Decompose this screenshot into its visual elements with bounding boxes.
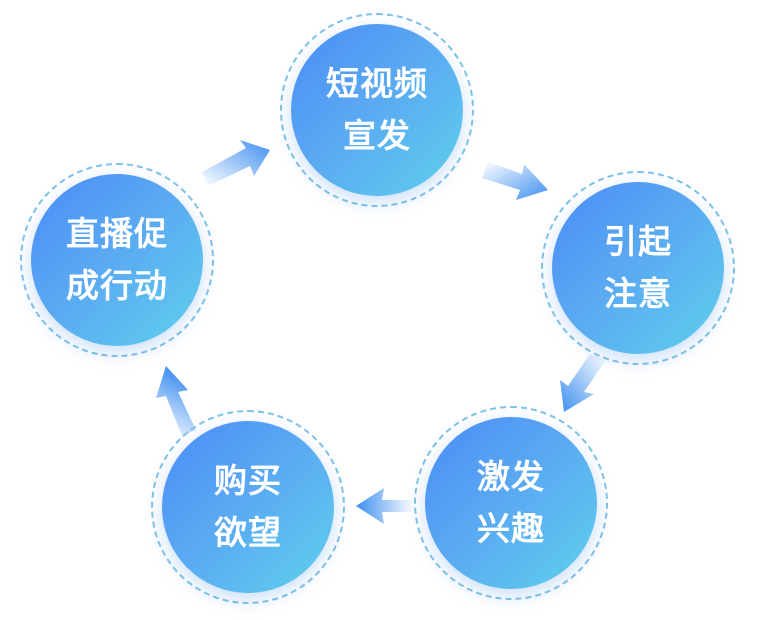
node-purchase-desire: 购买 欲望 (162, 421, 334, 593)
node-label-line1: 直播促 (66, 214, 168, 253)
arrow-action-to-video (202, 140, 270, 186)
arrow-video-to-attention (482, 162, 548, 200)
arrow-desire-to-action (156, 366, 196, 436)
node-ring-action (20, 163, 214, 357)
node-label-line1: 引起 (604, 222, 672, 261)
arrow-attention-to-interest (560, 354, 606, 412)
node-label-line2: 注意 (604, 274, 672, 313)
node-label-line1: 购买 (214, 461, 282, 500)
node-label-line1: 激发 (477, 457, 545, 496)
node-arouse-interest: 激发 兴趣 (425, 417, 597, 589)
node-label-line2: 成行动 (66, 266, 168, 305)
node-ring-desire (151, 410, 345, 604)
node-ring-short-video (280, 13, 474, 207)
node-label-line2: 宣发 (343, 116, 411, 155)
node-attract-attention: 引起 注意 (552, 182, 724, 354)
node-ring-attention (541, 171, 735, 365)
node-label-line2: 兴趣 (477, 509, 545, 548)
node-label-line2: 欲望 (214, 513, 282, 552)
arrow-interest-to-desire (356, 488, 414, 524)
node-ring-interest (414, 406, 608, 600)
node-label-line1: 短视频 (326, 64, 428, 103)
node-short-video-promotion: 短视频 宣发 (291, 24, 463, 196)
node-livestream-action: 直播促 成行动 (31, 174, 203, 346)
